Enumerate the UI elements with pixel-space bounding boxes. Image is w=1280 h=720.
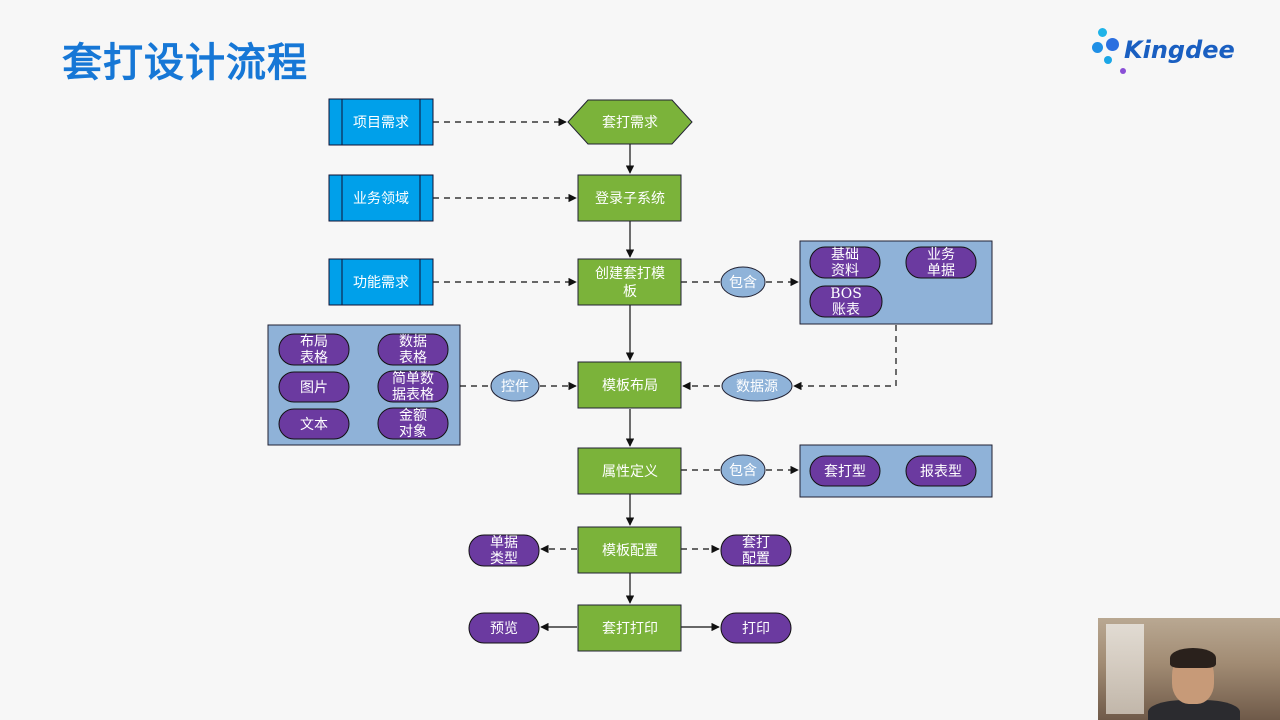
logo-dot-1 — [1098, 28, 1107, 37]
pill-label-line-2: 配置 — [742, 551, 770, 567]
logo-dot-3 — [1106, 38, 1119, 51]
pill-label-line-1: 数据 — [399, 334, 427, 350]
kingdee-logo: Kingdee — [1090, 24, 1250, 80]
requirement-box-req2: 业务领域 — [328, 174, 434, 222]
pill-label-line-1: 单据 — [490, 535, 518, 551]
connector-c3: 数据源 — [721, 370, 793, 402]
pill-label-line-2: 对象 — [399, 424, 427, 440]
flow-lines — [433, 117, 897, 632]
pill-p2: 业务 单据 — [905, 246, 977, 279]
pill-p7: 简单数 据表格 — [377, 370, 449, 403]
pill-label: 套打型 — [824, 463, 866, 480]
dashed-line-panel-c3 — [793, 325, 897, 391]
connector-label: 包含 — [729, 463, 757, 479]
start-node: 套打需求 — [567, 99, 693, 145]
pill-p12: 单据 类型 — [468, 534, 540, 567]
process-step-s3: 模板布局 — [577, 361, 682, 409]
pill-label: 打印 — [742, 620, 770, 637]
process-step-s4: 属性定义 — [577, 447, 682, 495]
pill-p10: 套打型 — [809, 455, 881, 487]
pill-p4: 布局 表格 — [278, 333, 350, 366]
process-step-s5: 模板配置 — [577, 526, 682, 574]
step-label: 登录子系统 — [595, 191, 665, 207]
logo-dot-4 — [1104, 56, 1112, 64]
requirement-label: 功能需求 — [353, 275, 409, 291]
pill-label-line-2: 账表 — [832, 302, 860, 318]
pill-label-line-1: 简单数 — [392, 370, 434, 387]
connector-label: 包含 — [729, 275, 757, 291]
start-label: 套打需求 — [602, 114, 658, 131]
pill-label-line-2: 表格 — [300, 350, 328, 366]
requirement-box-req3: 功能需求 — [328, 258, 434, 306]
pill-label: 预览 — [490, 621, 518, 637]
connector-label: 数据源 — [736, 379, 778, 395]
requirement-label: 业务领域 — [353, 191, 409, 207]
step-label-line-1: 创建套打模 — [595, 265, 665, 282]
step-label: 属性定义 — [602, 464, 658, 480]
step-label: 套打打印 — [602, 620, 658, 637]
connector-label: 控件 — [501, 379, 529, 395]
logo-text: Kingdee — [1124, 36, 1235, 64]
pill-label: 图片 — [300, 380, 328, 396]
connector-c4: 包含 — [720, 454, 766, 486]
pill-label-line-1: BOS — [830, 286, 862, 302]
pill-label-line-1: 基础 — [831, 246, 859, 263]
pill-label-line-1: 布局 — [300, 334, 328, 350]
presenter-body — [1148, 700, 1240, 720]
process-step-s6: 套打打印 — [577, 604, 682, 652]
step-label: 模板布局 — [602, 378, 658, 394]
logo-dot-5 — [1120, 68, 1126, 74]
pill-p15: 打印 — [720, 612, 792, 644]
pill-label-line-1: 业务 — [927, 247, 955, 263]
pill-label: 文本 — [300, 417, 328, 433]
presenter-hair — [1170, 648, 1216, 668]
pill-label-line-1: 金额 — [399, 408, 427, 424]
pill-p8: 文本 — [278, 408, 350, 440]
requirement-label: 项目需求 — [353, 115, 409, 131]
connector-c2: 控件 — [490, 370, 540, 402]
pill-label-line-2: 表格 — [399, 350, 427, 366]
pill-p11: 报表型 — [905, 455, 977, 487]
pill-p5: 数据 表格 — [377, 333, 449, 366]
pill-label: 报表型 — [920, 464, 962, 480]
pill-label-line-2: 类型 — [490, 551, 518, 567]
pill-label-line-2: 资料 — [831, 263, 859, 279]
connector-c1: 包含 — [720, 266, 766, 298]
step-label: 模板配置 — [602, 543, 658, 559]
pill-p14: 预览 — [468, 612, 540, 644]
page-title: 套打设计流程 — [62, 40, 308, 86]
pill-p13: 套打 配置 — [720, 534, 792, 567]
process-step-s2: 创建套打模 板 — [577, 258, 682, 306]
logo-dot-2 — [1092, 42, 1103, 53]
webcam-window — [1106, 624, 1144, 714]
pill-p1: 基础 资料 — [809, 246, 881, 279]
process-step-s1: 登录子系统 — [577, 174, 682, 222]
requirement-box-req1: 项目需求 — [328, 98, 434, 146]
step-label-line-2: 板 — [623, 284, 637, 300]
pill-label-line-1: 套打 — [742, 534, 770, 551]
webcam-overlay — [1098, 618, 1280, 720]
pill-p3: BOS 账表 — [809, 285, 883, 318]
pill-p6: 图片 — [278, 371, 350, 403]
pill-p9: 金额 对象 — [377, 407, 449, 440]
pill-label-line-2: 据表格 — [392, 387, 434, 403]
pill-label-line-2: 单据 — [927, 263, 955, 279]
